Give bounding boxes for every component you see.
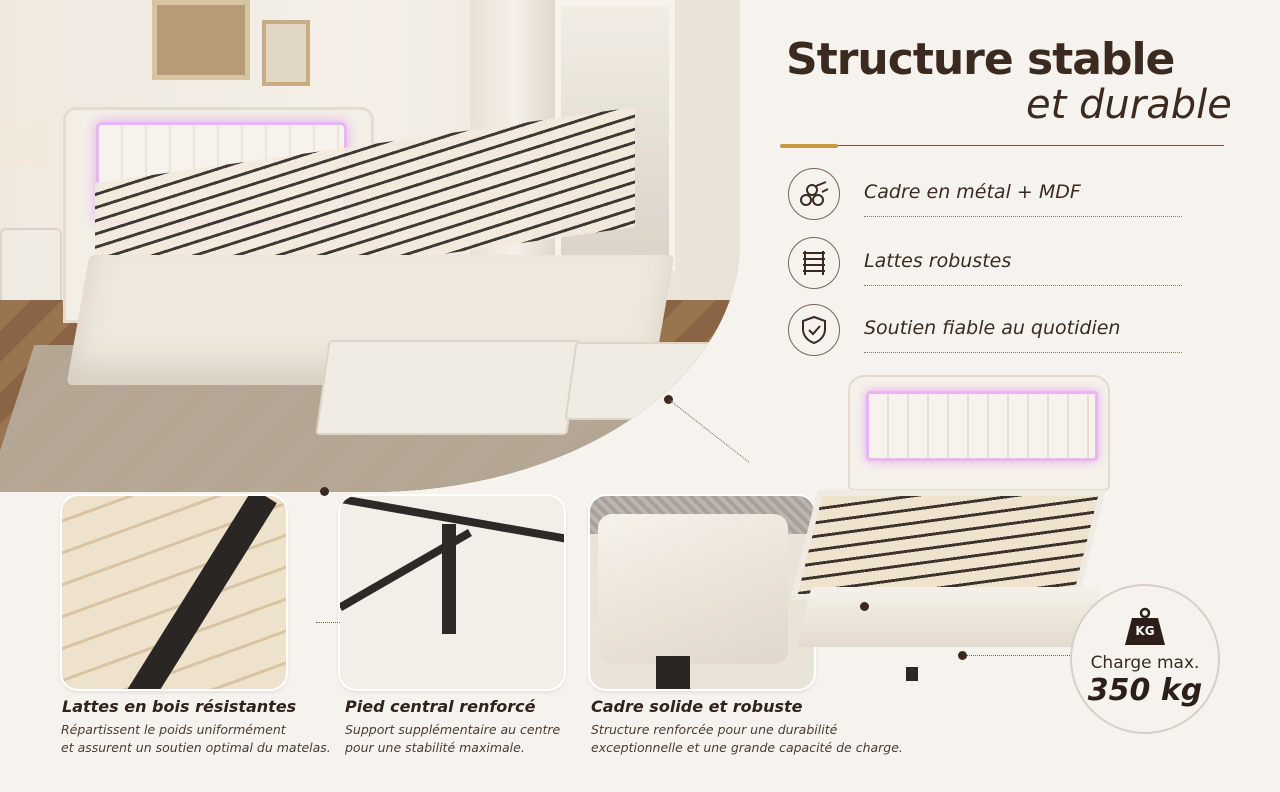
page-title: Structure stable [786,34,1175,85]
slats-icon [788,237,840,289]
detail-photo-frame [590,496,814,689]
dotted-divider [864,352,1182,353]
feature-label: Lattes robustes [864,250,1012,272]
dotted-divider [864,285,1182,286]
wall-flower-print [262,20,310,86]
callout-dot [958,651,967,660]
callout-dot [664,395,673,404]
callout-dot [320,487,329,496]
bed-side-rail [796,587,1102,647]
detail-photo-slats [62,496,286,689]
bed-leg [656,656,690,689]
upholstered-corner [598,514,788,664]
pipes-icon [788,168,840,220]
shield-check-icon [788,304,840,356]
detail-text: Structure renforcée pour une durabilité [591,722,838,737]
detail-text: pour une stabilité maximale. [345,740,525,755]
feature-support: Soutien fiable au quotidien [788,304,1188,360]
feature-slats: Lattes robustes [788,237,1188,293]
title-accent-rule [780,144,838,148]
bed-drawer-right [564,342,718,420]
callout-line [316,622,340,623]
bed-frame-illustration [790,375,1112,685]
bedroom-photo [0,0,740,492]
center-leg [442,524,456,634]
detail-text: Répartissent le poids uniformément [61,722,286,737]
callout-line [967,655,1070,656]
feature-metal-frame: Cadre en métal + MDF [788,168,1188,224]
weight-icon: KG [1122,607,1168,647]
callout-dot [860,602,869,611]
weight-icon-text: KG [1135,623,1155,638]
bed-headboard [850,377,1108,489]
detail-title: Cadre solide et robuste [591,697,803,716]
wall-painting [152,0,250,80]
feature-label: Soutien fiable au quotidien [864,317,1121,339]
bed-slats [790,490,1106,600]
bed-drawer-left [315,340,581,435]
detail-title: Lattes en bois résistantes [62,697,297,716]
bed-leg [906,667,918,681]
page-subtitle: et durable [1026,82,1232,128]
detail-title: Pied central renforcé [345,697,536,716]
max-load-label: Charge max. [1090,652,1200,673]
dotted-divider [864,216,1182,217]
max-load-value: 350 kg [1087,672,1203,708]
detail-photo-center-leg [340,496,564,689]
metal-rail [115,496,277,689]
detail-text: et assurent un soutien optimal du matela… [61,740,331,755]
feature-label: Cadre en métal + MDF [864,181,1081,203]
table-lamp [0,125,48,165]
max-load-badge: KG Charge max. 350 kg [1070,584,1220,734]
detail-text: exceptionnelle et une grande capacité de… [591,740,903,755]
detail-text: Support supplémentaire au centre [345,722,561,737]
title-divider [838,145,1224,146]
